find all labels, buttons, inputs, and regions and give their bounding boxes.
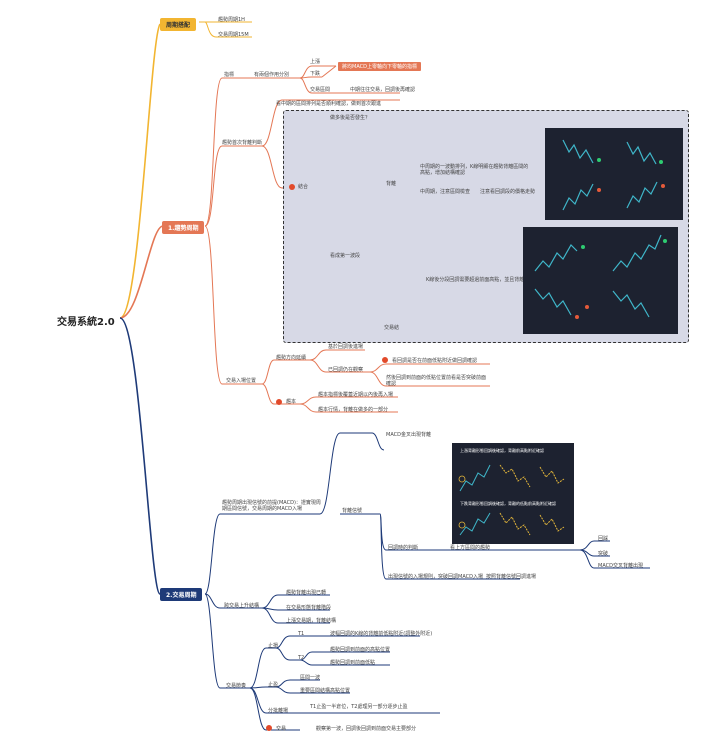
node-macd-cross[interactable]: MACD金叉出現背離 xyxy=(386,432,431,438)
node-trend-part[interactable]: 趨本行情，背離在做多的一部分 xyxy=(318,407,389,413)
highlight-macd[interactable]: 將均MACD上零軸向下零軸的指標 xyxy=(338,62,421,71)
wave-sparklines xyxy=(534,234,662,318)
signal-dot xyxy=(597,158,601,162)
node-combine[interactable]: 結合 xyxy=(298,184,309,190)
node-t2-low[interactable]: 趨勢回調到前面低點 xyxy=(330,660,376,666)
node-t1[interactable]: T1 xyxy=(298,631,305,637)
node-key-high[interactable]: 重要區間結構高點位置 xyxy=(300,688,351,694)
node-breakout[interactable]: 突破 xyxy=(598,551,609,557)
node-trend-cover[interactable]: 趨本指標後覆蓋近期以內後再入場 xyxy=(318,392,394,398)
signal-dot xyxy=(663,239,667,243)
node-retest[interactable]: 回踩 xyxy=(598,536,609,542)
node-trade-final[interactable]: 交易 xyxy=(276,726,287,732)
macd-chart-panel: 上漲背離形態回調後確認，背離前高點附近確認 下跌背離形態回調後確認，背離的低點前… xyxy=(452,443,574,544)
node-entry-rule[interactable]: 出現信號的入場規則，突破回調MACD入場 xyxy=(388,574,483,580)
node-divergence-stage[interactable]: 在交易形態背離階段 xyxy=(286,605,332,611)
divergence-sparklines xyxy=(562,139,658,211)
node-first-divergence[interactable]: 趨勢首次背離判斷 xyxy=(222,140,263,146)
node-pullback-watching[interactable]: 已回調仍在觀察 xyxy=(328,367,364,373)
node-t2[interactable]: T2 xyxy=(298,655,305,661)
node-kline-pullback[interactable]: K線後分段回調需要超過前面高點，並且背離後做多 xyxy=(426,277,540,283)
node-pullback-entry[interactable]: 基於回調後進場 xyxy=(328,344,364,350)
node-take-profit[interactable]: 止盈 xyxy=(268,682,279,688)
signal-dot xyxy=(661,184,665,188)
node-divergence[interactable]: 背離 xyxy=(386,181,397,187)
macd-sparklines xyxy=(458,464,565,536)
signal-dot xyxy=(575,315,579,319)
node-trade-end[interactable]: 交易結 xyxy=(384,325,400,331)
node-long-question[interactable]: 做多後是否發生？ xyxy=(330,115,371,121)
red-dot-marker xyxy=(276,399,282,405)
signal-dot xyxy=(597,188,601,192)
signal-dot xyxy=(585,305,589,309)
node-trend-reversed[interactable]: 趨勢背離出現已轉 xyxy=(286,590,327,596)
node-pullback-judge[interactable]: 回調時的判斷 xyxy=(388,545,419,551)
node-up[interactable]: 上漲 xyxy=(310,59,321,65)
node-first-wave[interactable]: 看成第一波段 xyxy=(330,253,361,259)
node-batch-exit[interactable]: 分批離場 xyxy=(268,708,289,714)
node-mid-wave[interactable]: 中周期的一波動排列，K線明顯在趨勢背離區間的高點，增加結構確認 xyxy=(420,164,529,176)
node-mid-trade[interactable]: 中期往往交易，回調後再確認 xyxy=(350,87,416,93)
node-entry-position[interactable]: 交易入場位置 xyxy=(226,378,257,384)
panel-caption-down: 下跌背離形態回調後確認，背離的低點前高點附近確認 xyxy=(460,501,556,506)
node-mid-check[interactable]: 中周期，注意區間檢查 xyxy=(420,189,471,195)
node-mid-range[interactable]: 看中期的區間排列是否順利確認，做到首次跟進 xyxy=(276,101,382,107)
wave-chart-panel xyxy=(523,227,678,334)
node-above-range[interactable]: 看上方區間的趨勢 xyxy=(450,545,491,551)
node-trade-rhythm[interactable]: 交易節奏 xyxy=(226,683,247,689)
node-stop-loss[interactable]: 止損 xyxy=(268,643,279,649)
node-signal-entry[interactable]: 按照背離信號回調進場 xyxy=(486,574,537,580)
node-trade-range[interactable]: 交易區間 xyxy=(310,87,331,93)
branch-trend-cycle[interactable]: 1.趨勢周期 xyxy=(162,221,205,234)
node-cross-structure[interactable]: 跨交易上升結構 xyxy=(224,603,260,609)
signal-dot xyxy=(581,245,585,249)
signal-dot xyxy=(659,160,663,164)
node-t1-half[interactable]: T1止盈一半倉位，T2處理另一部分逐步止盈 xyxy=(310,704,408,710)
node-t2-high[interactable]: 趨勢回調到前面的高點位置 xyxy=(330,647,391,653)
branch-trade-cycle[interactable]: 2.交易周期 xyxy=(160,588,203,601)
red-dot-marker xyxy=(289,184,295,190)
node-trade-15m[interactable]: 交易周期15M xyxy=(218,32,249,38)
node-trend-base[interactable]: 趨本 xyxy=(286,399,297,405)
divergence-chart-panel xyxy=(545,128,683,220)
node-range-wave[interactable]: 區間一波 xyxy=(300,675,321,681)
node-macd-cross-div[interactable]: MACD交叉背離出現 xyxy=(598,563,643,569)
red-dot-marker xyxy=(266,725,272,731)
node-indicator[interactable]: 指標 xyxy=(224,72,235,78)
node-trend-continue[interactable]: 趨勢方向延續 xyxy=(276,355,307,361)
node-two-uses[interactable]: 有兩個作用分別 xyxy=(254,72,290,78)
node-macd-premise[interactable]: 趨勢周期出現信號的前提(MACD)：證實現周期區間信號，交易周期的MACD入場 xyxy=(222,500,321,512)
node-t1-desc[interactable]: 波幅回調的K線的背離前低點附近(調整外附近) xyxy=(330,631,433,637)
node-break-front[interactable]: 然後回調到前面的低點位置前看是否突破前面確認 xyxy=(386,375,487,387)
node-pullback-watch[interactable]: 注意看回調段的價格走勢 xyxy=(480,189,536,195)
node-up-structure[interactable]: 上漲交易期，背離結構 xyxy=(286,618,337,624)
node-divergence-signal[interactable]: 背離信號 xyxy=(342,508,363,514)
node-trend-1h[interactable]: 趨勢周期1H xyxy=(218,17,245,23)
node-pullback-low[interactable]: 看回調是否在前面低點附近做回調確認 xyxy=(392,358,478,364)
node-down[interactable]: 下跌 xyxy=(310,71,321,77)
red-dot-marker xyxy=(382,357,388,363)
branch-cycle-match[interactable]: 周期搭配 xyxy=(160,18,197,31)
panel-caption-up: 上漲背離形態回調後確認，背離前高點附近確認 xyxy=(460,448,544,453)
root-node[interactable]: 交易系統2.0 xyxy=(57,317,115,328)
node-first-wave-watch[interactable]: 觀察第一波，回調後回調到前面交易主要部分 xyxy=(316,726,417,732)
